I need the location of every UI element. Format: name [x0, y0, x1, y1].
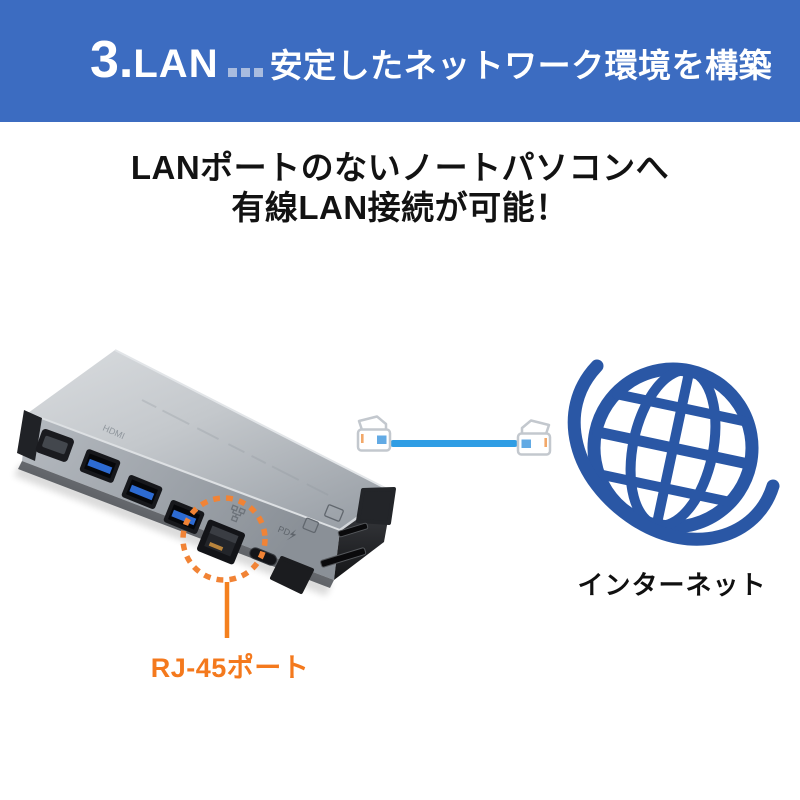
lead-line-1: LANポートのないノートパソコンへ [130, 149, 670, 186]
hdmi-port [35, 429, 74, 462]
device-top-right-bumper [356, 487, 396, 525]
rj45-plug-left-icon [356, 415, 392, 452]
rj45-callout-label: RJ-45ポート [150, 653, 310, 683]
device-left-bumper [17, 410, 42, 461]
globe-orbit-ring [567, 359, 780, 546]
usb-dock-device-image: HDMI [14, 349, 396, 638]
usb-a-port-1 [79, 449, 121, 483]
section-header-banner: 3.LAN 安定したネットワーク環境を構築 [0, 0, 800, 122]
lan-cable [390, 440, 518, 447]
internet-globe-icon [567, 359, 780, 546]
lead-line-2: 有線LAN接続が可能！ [231, 189, 569, 226]
device-front-bevel [27, 412, 341, 531]
device-top-face [28, 350, 393, 530]
usb-a-port-2 [121, 475, 163, 509]
rj45-plug-right-icon [516, 419, 552, 456]
svg-text:PD: PD [276, 524, 292, 538]
rj45-highlight-circle [180, 495, 268, 583]
lead-copy: LANポートのないノートパソコンへ 有線LAN接続が可能！ [0, 148, 800, 228]
microsd-slot [337, 522, 369, 538]
rj45-port [196, 519, 246, 565]
section-number: 3. [90, 31, 134, 89]
device-bottom-right-bumper [270, 556, 314, 594]
section-tagline: 安定したネットワーク環境を構築 [269, 47, 773, 84]
lan-engraving-icon [230, 504, 246, 523]
sd-slot [320, 547, 367, 568]
internet-label: インターネット [577, 570, 767, 600]
ellipsis-dots-icon [227, 68, 263, 77]
device-back-edge-highlight [114, 349, 394, 493]
sd-card-icon [324, 504, 344, 522]
section-title: LAN [133, 42, 219, 86]
microsd-card-icon [302, 517, 320, 534]
top-engraving-streak [141, 399, 333, 498]
